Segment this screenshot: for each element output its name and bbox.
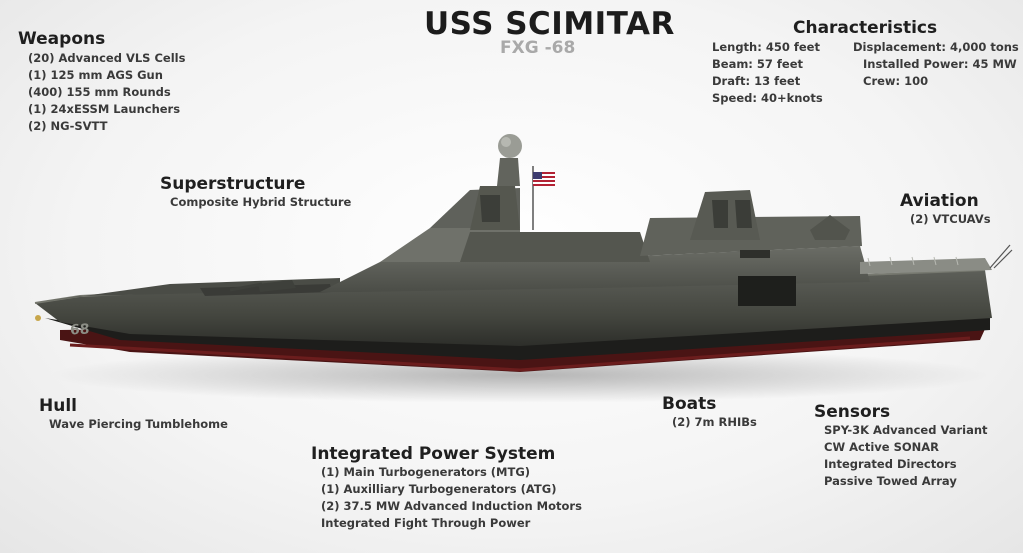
characteristic-item: Installed Power: 45 MW	[863, 57, 1017, 71]
superstructure-item: Composite Hybrid Structure	[170, 195, 352, 209]
page-subtitle: FXG -68	[500, 38, 576, 58]
characteristics-left: Length: 450 feet Beam: 57 feet Draft: 13…	[712, 39, 823, 107]
weapons-item: (2) NG-SVTT	[28, 119, 108, 133]
characteristic-item: Displacement: 4,000 tons	[853, 40, 1019, 54]
page-title: USS SCIMITAR	[424, 6, 675, 42]
superstructure-section: Superstructure Composite Hybrid Structur…	[160, 174, 351, 211]
boats-heading: Boats	[662, 394, 717, 414]
aviation-section: Aviation (2) VTCUAVs	[900, 191, 991, 228]
sensors-section: Sensors SPY-3K Advanced Variant CW Activ…	[814, 402, 988, 490]
power-heading: Integrated Power System	[311, 444, 556, 464]
superstructure-heading: Superstructure	[160, 174, 306, 194]
boats-section: Boats (2) 7m RHIBs	[662, 394, 757, 431]
power-section: Integrated Power System (1) Main Turboge…	[311, 444, 582, 532]
power-item: (1) Main Turbogenerators (MTG)	[321, 465, 531, 479]
hull-heading: Hull	[39, 396, 77, 416]
characteristic-item: Draft: 13 feet	[712, 74, 801, 88]
characteristic-item: Beam: 57 feet	[712, 57, 804, 71]
power-item: (1) Auxilliary Turbogenerators (ATG)	[321, 482, 557, 496]
weapons-item: (1) 24xESSM Launchers	[28, 102, 181, 116]
hull-item: Wave Piercing Tumblehome	[49, 417, 228, 431]
weapons-section: Weapons (20) Advanced VLS Cells (1) 125 …	[18, 29, 185, 135]
characteristic-item: Length: 450 feet	[712, 40, 820, 54]
sensors-item: SPY-3K Advanced Variant	[824, 423, 988, 437]
sensors-heading: Sensors	[814, 402, 891, 422]
aviation-heading: Aviation	[900, 191, 979, 211]
characteristics-right: Displacement: 4,000 tons Installed Power…	[853, 39, 1019, 90]
weapons-item: (1) 125 mm AGS Gun	[28, 68, 163, 82]
power-item: (2) 37.5 MW Advanced Induction Motors	[321, 499, 582, 513]
weapons-item: (20) Advanced VLS Cells	[28, 51, 186, 65]
sensors-item: Integrated Directors	[824, 457, 957, 471]
characteristics-heading: Characteristics	[793, 18, 938, 38]
characteristic-item: Speed: 40+knots	[712, 91, 823, 105]
aviation-item: (2) VTCUAVs	[910, 212, 991, 226]
hull-number: 68	[70, 321, 90, 339]
boats-item: (2) 7m RHIBs	[672, 415, 757, 429]
sensors-item: Passive Towed Array	[824, 474, 957, 488]
characteristic-item: Crew: 100	[863, 74, 929, 88]
weapons-item: (400) 155 mm Rounds	[28, 85, 171, 99]
hull-section: Hull Wave Piercing Tumblehome	[39, 396, 228, 433]
power-item: Integrated Fight Through Power	[321, 516, 531, 530]
sensors-item: CW Active SONAR	[824, 440, 940, 454]
weapons-heading: Weapons	[18, 29, 106, 49]
